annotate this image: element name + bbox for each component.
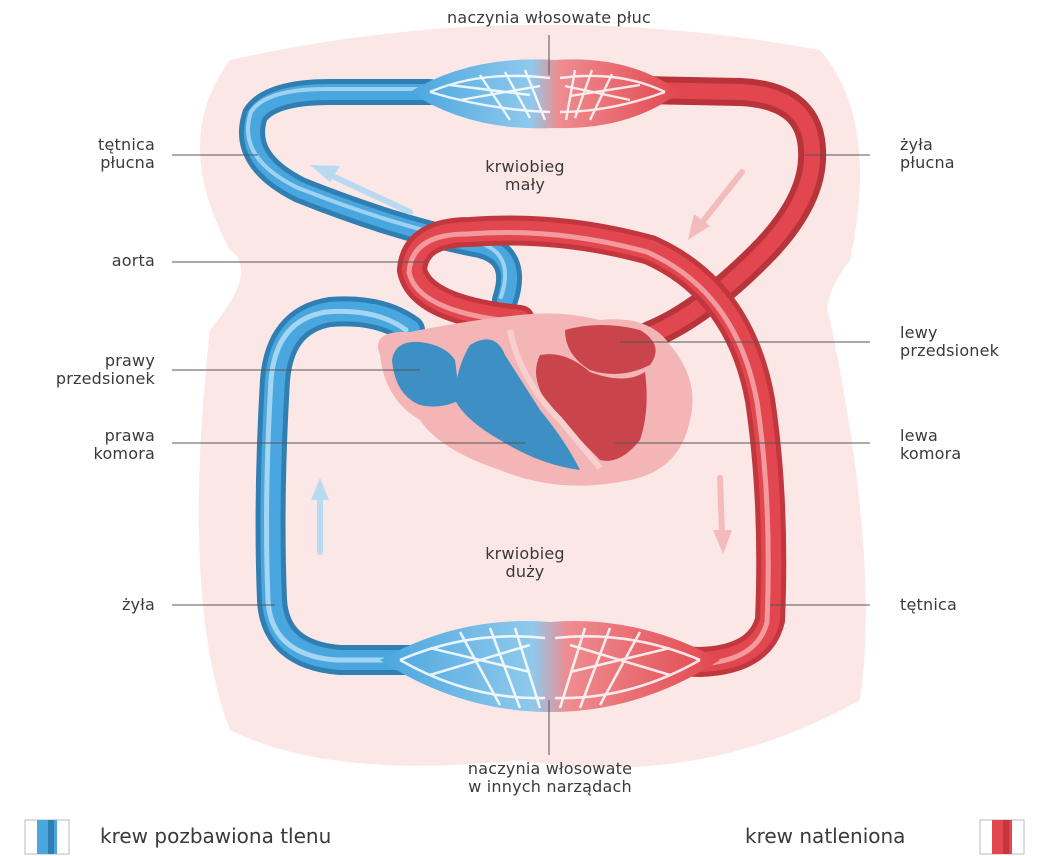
label-pulmonary-vein: żyła płucna	[900, 136, 1020, 172]
legend-oxygenated-label: krew natleniona	[745, 824, 905, 848]
label-artery: tętnica	[900, 596, 1020, 614]
label-aorta: aorta	[40, 252, 155, 270]
label-vein: żyła	[40, 596, 155, 614]
legend-swatch-oxygenated	[980, 820, 1024, 854]
legend-swatch-deoxygenated	[25, 820, 69, 854]
label-left-atrium: lewy przedsionek	[900, 324, 1040, 360]
label-right-atrium: prawy przedsionek	[5, 352, 155, 388]
label-lung-capillaries: naczynia włosowate płuc	[349, 9, 749, 27]
label-pulmonary-circulation: krwiobieg mały	[470, 158, 580, 194]
label-systemic-circulation: krwiobieg duży	[470, 545, 580, 581]
label-organ-capillaries: naczynia włosowate w innych narządach	[390, 760, 710, 796]
label-pulmonary-artery: tętnica płucna	[40, 136, 155, 172]
legend-deoxygenated-label: krew pozbawiona tlenu	[100, 824, 331, 848]
label-right-ventricle: prawa komora	[40, 427, 155, 463]
label-left-ventricle: lewa komora	[900, 427, 1020, 463]
